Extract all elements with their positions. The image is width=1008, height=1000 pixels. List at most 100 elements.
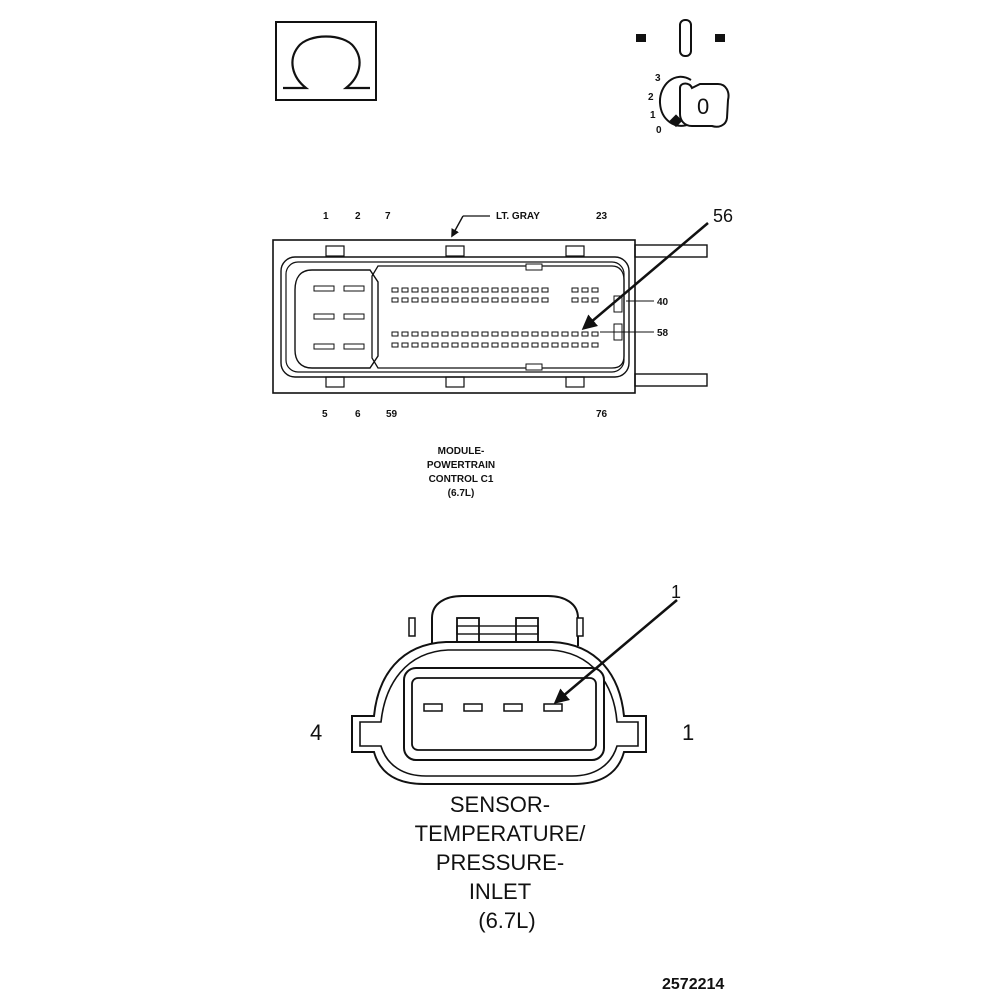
pcm-signal-pin	[401, 331, 409, 337]
sensor-title-line-1: SENSOR-	[450, 792, 550, 817]
pcm-power-pin	[343, 285, 365, 292]
pcm-signal-pin	[511, 342, 519, 348]
pcm-signal-pin	[531, 331, 539, 337]
pcm-signal-pin	[471, 331, 479, 337]
pcm-signal-pin	[591, 331, 599, 337]
pcm-signal-pin	[561, 342, 569, 348]
pcm-signal-pin	[481, 287, 489, 293]
pcm-signal-pin	[411, 287, 419, 293]
ignition-key-label: 0	[697, 94, 709, 119]
pcm-signal-pin	[491, 342, 499, 348]
pcm-signal-pin	[521, 331, 529, 337]
pcm-signal-pin	[451, 287, 459, 293]
pcm-signal-pin	[571, 297, 579, 303]
pcm-title-line-2: POWERTRAIN	[427, 460, 495, 471]
sensor-pin-label-4: 4	[310, 720, 322, 745]
pcm-signal-pin	[391, 297, 399, 303]
pcm-title-line-4: (6.7L)	[448, 488, 475, 499]
pcm-signal-pin	[391, 287, 399, 293]
pcm-signal-pin	[411, 297, 419, 303]
pcm-signal-pin	[491, 331, 499, 337]
ohm-icon	[283, 35, 370, 90]
pcm-pin-label-6: 6	[355, 409, 361, 420]
pcm-signal-pin	[441, 297, 449, 303]
pcm-signal-pin	[421, 331, 429, 337]
pcm-signal-pin	[521, 342, 529, 348]
ignition-position-1: 1	[650, 110, 656, 121]
pcm-signal-pin	[591, 342, 599, 348]
pcm-pin-label-2: 2	[355, 211, 361, 222]
pcm-signal-pin	[451, 342, 459, 348]
sensor-terminal-slot	[463, 703, 483, 712]
pcm-signal-pin	[481, 342, 489, 348]
pcm-signal-pin	[401, 297, 409, 303]
pcm-signal-pin	[461, 331, 469, 337]
pcm-signal-pin	[581, 287, 589, 293]
pcm-signal-pin	[391, 331, 399, 337]
pcm-title-line-3: CONTROL C1	[429, 474, 494, 485]
pcm-power-pin	[343, 313, 365, 320]
pcm-signal-pin	[571, 342, 579, 348]
sensor-title-line-5: (6.7L)	[478, 908, 535, 933]
pcm-signal-pin	[421, 287, 429, 293]
sensor-title-line-3: PRESSURE-	[436, 850, 564, 875]
pcm-signal-pin	[471, 297, 479, 303]
sensor-connector: 1 4 1 SENSOR- TEMPERATURE/ PRESSURE- INL…	[310, 582, 694, 933]
pcm-signal-pin	[451, 297, 459, 303]
pcm-signal-pin	[511, 331, 519, 337]
pcm-signal-pin	[541, 287, 549, 293]
pcm-signal-pin	[461, 297, 469, 303]
pcm-signal-pin	[581, 342, 589, 348]
pcm-signal-pin	[541, 297, 549, 303]
pcm-signal-pin	[441, 342, 449, 348]
pcm-signal-pin	[571, 287, 579, 293]
pcm-signal-pin	[581, 331, 589, 337]
ohm-symbol-box: Ω	[275, 21, 377, 101]
pcm-signal-pin	[491, 287, 499, 293]
pcm-signal-pin	[561, 331, 569, 337]
sensor-title-line-2: TEMPERATURE/	[415, 821, 587, 846]
pcm-signal-pin	[411, 342, 419, 348]
pcm-signal-pin	[551, 331, 559, 337]
pcm-signal-pin	[401, 342, 409, 348]
pcm-signal-pin	[421, 342, 429, 348]
pcm-signal-pin	[491, 297, 499, 303]
pcm-signal-pin	[501, 287, 509, 293]
pcm-pin-label-58: 58	[657, 328, 669, 339]
pcm-signal-pin	[471, 342, 479, 348]
pcm-power-pin	[313, 343, 335, 350]
pcm-signal-pin	[511, 287, 519, 293]
pcm-pin-label-5: 5	[322, 409, 328, 420]
sensor-terminal-slot	[503, 703, 523, 712]
pcm-signal-pin	[541, 342, 549, 348]
pcm-signal-pin	[521, 297, 529, 303]
pcm-signal-pin	[531, 342, 539, 348]
pcm-signal-pin	[501, 297, 509, 303]
ignition-position-3: 3	[655, 73, 661, 84]
pcm-pin-label-23: 23	[596, 211, 608, 222]
pcm-signal-pin	[551, 342, 559, 348]
pcm-signal-pin	[501, 331, 509, 337]
ignition-position-2: 2	[648, 92, 654, 103]
pcm-pin-label-76: 76	[596, 409, 608, 420]
pcm-signal-pin	[571, 331, 579, 337]
pcm-signal-pin	[391, 342, 399, 348]
pcm-power-pin	[313, 313, 335, 320]
pcm-signal-pin	[471, 287, 479, 293]
pcm-color-label: LT. GRAY	[496, 211, 540, 222]
pcm-signal-pin	[591, 297, 599, 303]
pcm-signal-pin	[431, 342, 439, 348]
sensor-callout-pin: 1	[671, 582, 681, 602]
pcm-signal-pin	[411, 331, 419, 337]
pcm-signal-pin	[481, 331, 489, 337]
pcm-signal-pin	[431, 287, 439, 293]
ignition-switch-icon: 3 2 1 0 0	[636, 19, 730, 136]
pcm-signal-pin	[441, 287, 449, 293]
pcm-pin-label-59: 59	[386, 409, 398, 420]
pcm-signal-pin	[401, 287, 409, 293]
figure-id: 2572214	[662, 976, 724, 993]
pcm-pin-label-1: 1	[323, 211, 329, 222]
pcm-signal-pin	[581, 297, 589, 303]
pcm-signal-pin	[461, 342, 469, 348]
pcm-signal-pin	[531, 287, 539, 293]
